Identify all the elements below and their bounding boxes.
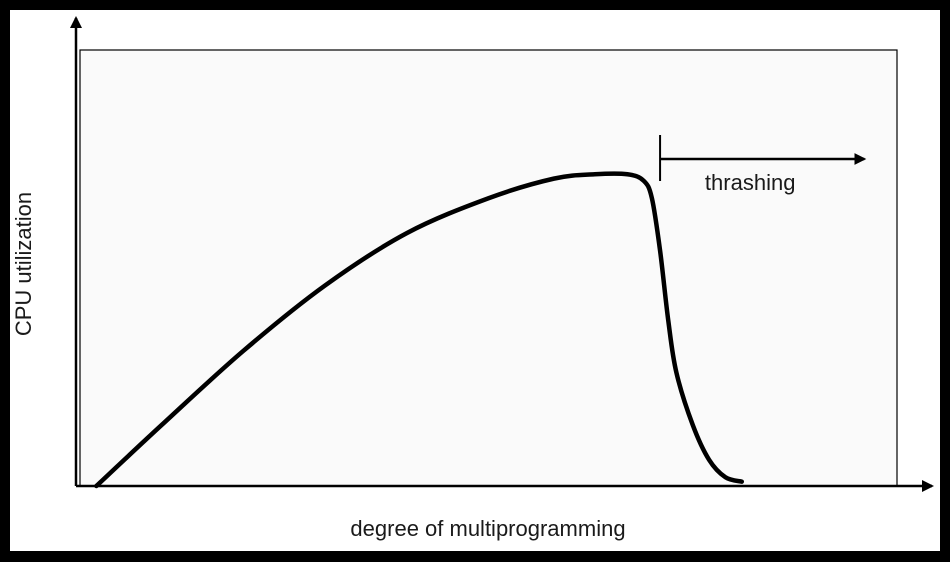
cpu-utilization-chart: thrashing degree of multiprogramming CPU… (11, 16, 934, 541)
y-axis-label: CPU utilization (11, 192, 36, 336)
thrashing-label: thrashing (705, 170, 796, 195)
plot-area (79, 49, 898, 487)
cpu-utilization-curve (94, 171, 745, 489)
chart-canvas: thrashing degree of multiprogramming CPU… (10, 10, 940, 551)
x-axis-label: degree of multiprogramming (350, 516, 625, 541)
